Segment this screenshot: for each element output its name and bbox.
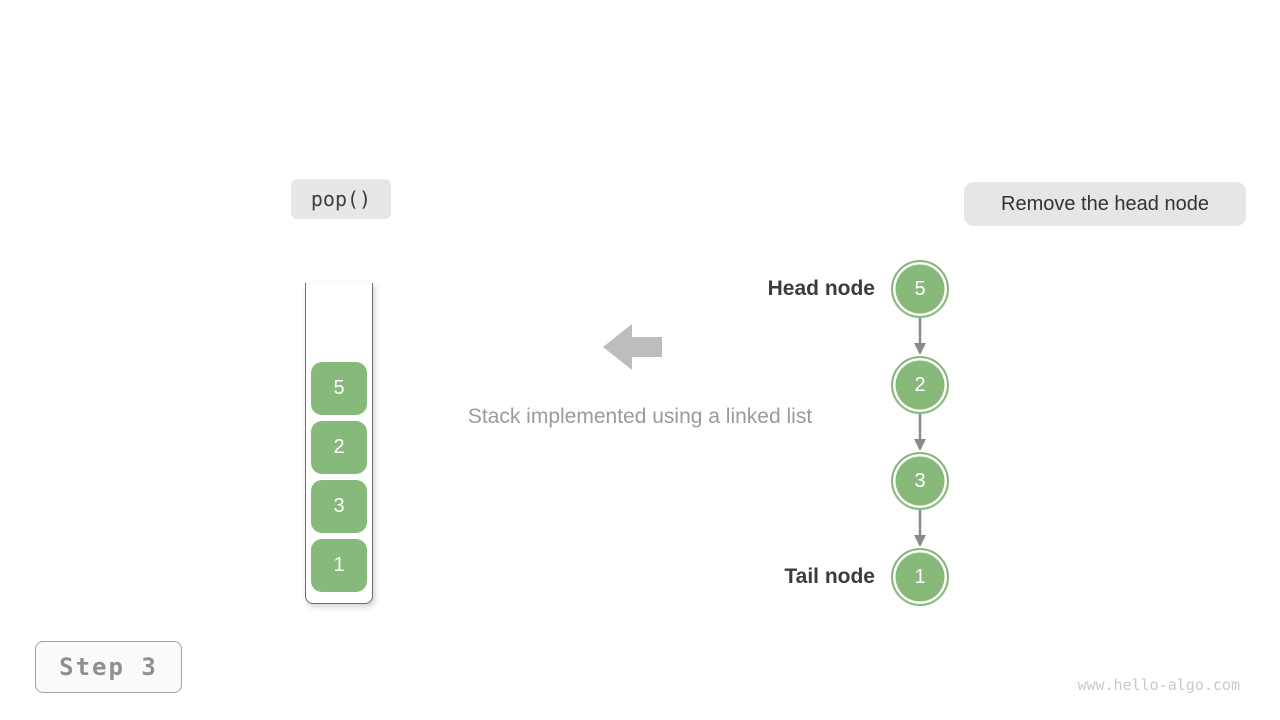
step-badge: Step 3 <box>35 641 182 693</box>
watermark-text: www.hello-algo.com <box>1077 676 1240 694</box>
tail-node-label: Tail node <box>784 565 875 588</box>
stack-item: 3 <box>311 480 367 533</box>
linked-list-node: 2 <box>891 356 949 414</box>
down-arrow-icon <box>914 510 926 547</box>
stack-item: 1 <box>311 539 367 592</box>
head-node-label: Head node <box>767 277 875 300</box>
linked-list-node: 3 <box>891 452 949 510</box>
linked-list-node: 1 <box>891 548 949 606</box>
linked-list-node: 5 <box>891 260 949 318</box>
stack-item: 5 <box>311 362 367 415</box>
down-arrow-icon <box>914 414 926 451</box>
stack-item: 2 <box>311 421 367 474</box>
left-arrow-icon <box>603 324 662 370</box>
stack-container: 5 2 3 1 <box>305 283 373 604</box>
pop-operation-label: pop() <box>291 179 391 219</box>
diagram-caption: Stack implemented using a linked list <box>467 405 813 428</box>
down-arrow-icon <box>914 318 926 355</box>
remove-head-node-label: Remove the head node <box>964 182 1246 226</box>
